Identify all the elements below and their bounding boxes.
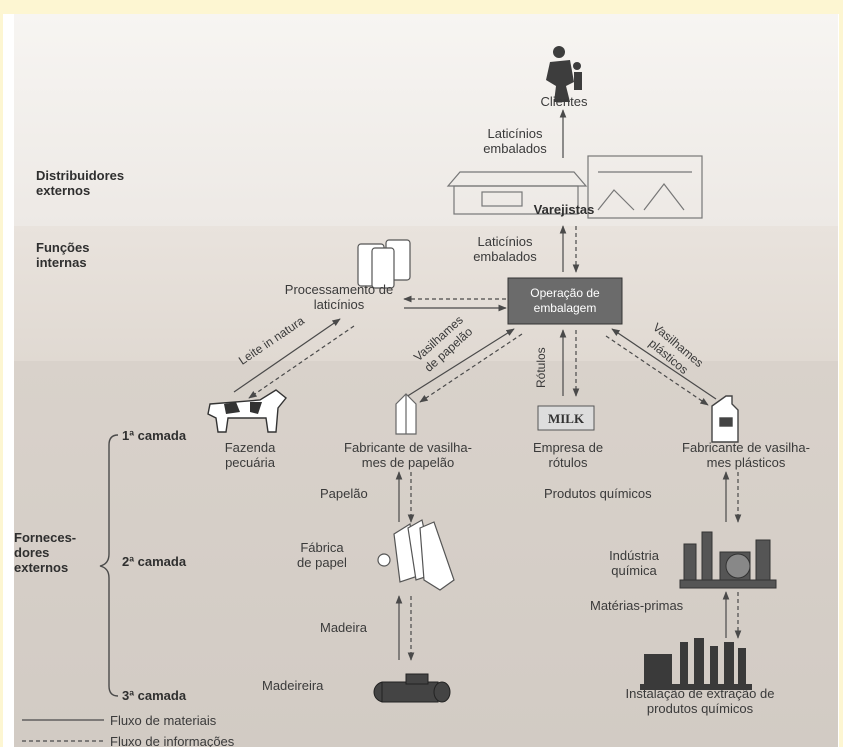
flow-label-prod-quimicos: Produtos químicos <box>544 486 652 501</box>
node-empresa-rotulos: Empresa de rótulos <box>532 440 604 470</box>
rolos-papel-icon <box>377 519 455 591</box>
section-fornecedores: Forneces- dores externos <box>14 530 77 575</box>
node-processamento: Processamento de laticínios <box>284 282 394 312</box>
band-external-distributors <box>14 14 838 226</box>
flow-vas-papelao <box>405 328 515 398</box>
milk-label-icon <box>537 405 595 431</box>
flow-label-laticinios-top: Laticínios embalados <box>483 126 547 156</box>
flow-label-papelao: Papelão <box>320 486 368 501</box>
flow-leite <box>233 318 341 393</box>
madeireira-icon <box>373 673 451 703</box>
node-clientes: Clientes <box>540 94 588 109</box>
supply-chain-diagram: Clientes Laticínios embalados Distribuid… <box>14 14 838 747</box>
milk-label: MILK <box>547 411 585 426</box>
supplier-brace <box>99 434 119 697</box>
extracao-icon <box>640 638 752 690</box>
flow-label-materias-primas: Matérias-primas <box>590 598 684 613</box>
flow-vas-plasticos <box>611 328 717 400</box>
info-leite <box>248 325 355 399</box>
tier-1: 1ª camada <box>122 428 187 443</box>
node-industria-quimica: Indústria química <box>609 548 659 578</box>
varejistas-store-icon <box>446 155 703 219</box>
caixa-papelao-icon <box>395 393 417 435</box>
node-fab-papelao: Fabricante de vasilha- mes de papelão <box>344 440 472 470</box>
industria-icon <box>679 531 777 589</box>
node-fabrica-papel: Fábrica de papel <box>297 540 347 570</box>
node-operacao: Operação de embalagem <box>530 286 600 315</box>
flow-label-laticinios-mid: Laticínios embalados <box>473 234 537 264</box>
cliente-icon <box>546 46 582 102</box>
node-varejistas: Varejistas <box>533 202 595 217</box>
tier-2: 2ª camada <box>122 554 187 569</box>
node-fab-plasticos: Fabricante de vasilha- mes plásticos <box>682 440 810 470</box>
diagram-graphics <box>22 46 777 742</box>
node-madeireira: Madeireira <box>262 678 324 693</box>
band-internal-functions <box>14 226 838 361</box>
vaca-icon <box>207 389 287 433</box>
section-distribuidores: Distribuidores externos <box>36 168 125 198</box>
garrafa-plastica-icon <box>711 395 739 443</box>
operacao-box <box>507 277 623 325</box>
flow-label-madeira: Madeira <box>320 620 367 635</box>
flow-label-rotulos: Rótulos <box>534 347 548 388</box>
legend-materials: Fluxo de materiais <box>110 713 217 728</box>
tier-3: 3ª camada <box>122 688 187 703</box>
node-instalacao: Instalação de extração de produtos quími… <box>625 686 775 716</box>
section-funcoes-internas: Funções internas <box>36 240 90 270</box>
legend-information: Fluxo de informações <box>110 734 235 747</box>
laticinios-icon <box>357 239 411 289</box>
node-fazenda: Fazenda pecuária <box>224 440 276 470</box>
